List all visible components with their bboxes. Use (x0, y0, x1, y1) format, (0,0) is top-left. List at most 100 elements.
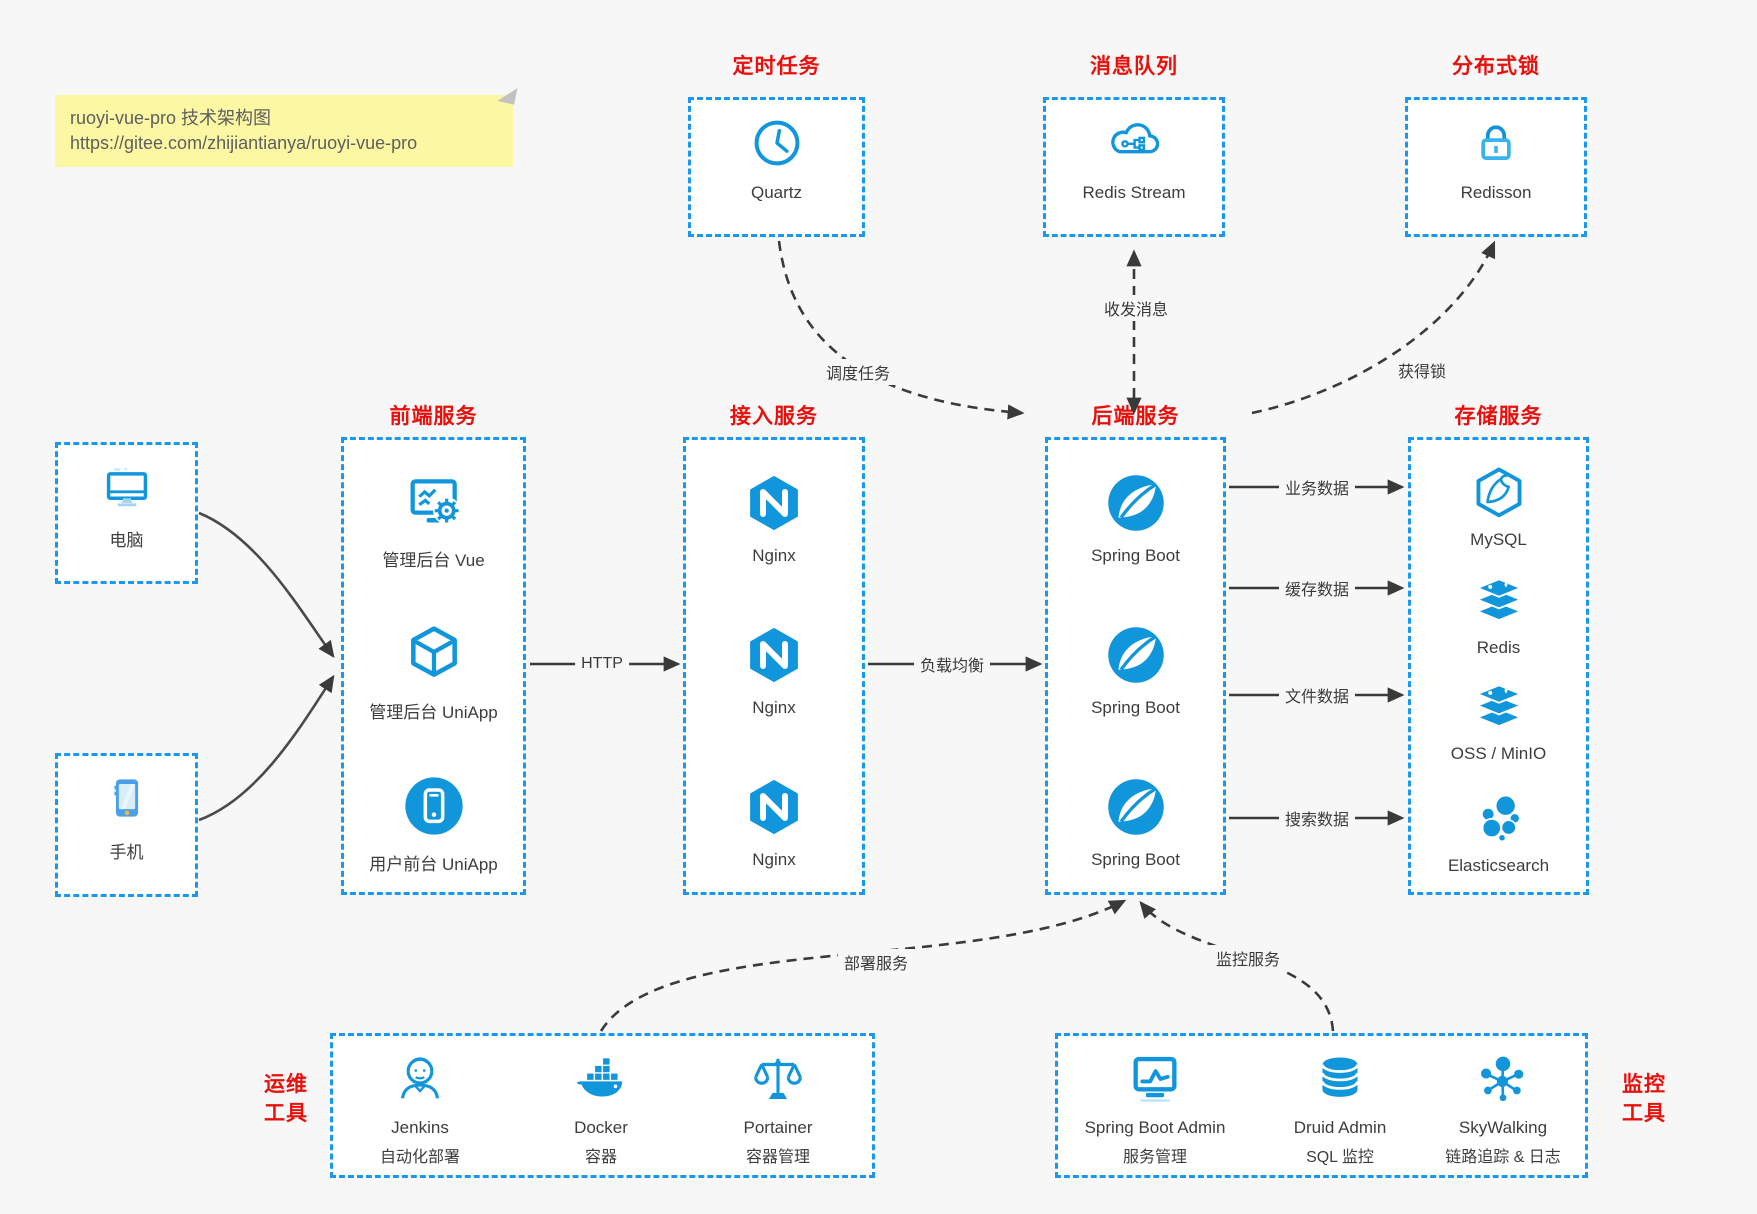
lock-icon (1468, 115, 1524, 171)
backend-title: 后端服务 (1091, 405, 1180, 428)
node-label: Spring Boot (1091, 698, 1180, 717)
arrow-pc-to-frontend (198, 511, 335, 659)
tool-name: SkyWalking (1458, 1118, 1548, 1137)
node-label: Nginx (752, 850, 796, 869)
topology-icon (1474, 1050, 1532, 1108)
edge-label-monitor-service: 监控服务 (1209, 945, 1287, 971)
tool-name: Docker (574, 1118, 628, 1137)
nginx-icon (743, 624, 805, 686)
node-label: Redis (1476, 638, 1521, 657)
edge-label-deploy-service: 部署服务 (837, 949, 915, 975)
node-oss-minio: OSS / MinIO (1408, 680, 1589, 764)
smartphone-icon (99, 770, 155, 826)
node-admin-uniapp: 管理后台 UniApp (341, 622, 526, 723)
tool-desc: 容器 (584, 1149, 617, 1166)
scheduled-job-title: 定时任务 (732, 55, 821, 78)
desktop-icon (101, 462, 153, 514)
node-label: Redisson (1460, 183, 1532, 202)
monitor-tools-group-box (1055, 1033, 1588, 1178)
scales-icon (749, 1050, 807, 1108)
nginx-icon (743, 776, 805, 838)
node-admin-vue: 管理后台 Vue (341, 470, 526, 571)
node-label: Elasticsearch (1447, 856, 1550, 875)
edge-label-http: HTTP (575, 654, 629, 674)
mobile-app-icon (402, 774, 466, 838)
spring-leaf-icon (1105, 472, 1167, 534)
message-queue-group-box (1043, 97, 1225, 237)
tool-name: Portainer (743, 1118, 813, 1137)
arrow-schedule-job (777, 240, 1025, 420)
arrow-acquire-lock (1251, 240, 1496, 415)
node-phone: 手机 (55, 770, 198, 863)
ops-tools-title: 运维 工具 (264, 1073, 308, 1125)
edge-label-send-receive-msg: 收发消息 (1097, 295, 1175, 321)
node-label: 手机 (109, 843, 144, 862)
node-springboot-3: Spring Boot (1045, 776, 1226, 870)
node-springboot-admin: Spring Boot Admin 服务管理 (1062, 1050, 1248, 1167)
node-label: OSS / MinIO (1450, 744, 1547, 763)
node-druid-admin: Druid Admin SQL 监控 (1262, 1050, 1418, 1167)
node-skywalking: SkyWalking 链路追踪 & 日志 (1413, 1050, 1593, 1167)
node-label: Redis Stream (1082, 183, 1186, 202)
gateway-title: 接入服务 (730, 405, 818, 428)
node-elasticsearch: Elasticsearch (1408, 790, 1589, 876)
distributed-lock-group-box (1405, 97, 1587, 237)
edge-label-acquire-lock: 获得锁 (1391, 357, 1453, 383)
storage-title: 存储服务 (1454, 405, 1543, 428)
tool-desc: 自动化部署 (379, 1149, 460, 1166)
node-nginx-2: Nginx (683, 624, 865, 718)
admin-monitor-icon (1126, 1050, 1184, 1108)
node-portainer: Portainer 容器管理 (708, 1050, 848, 1167)
distributed-lock-title: 分布式锁 (1452, 55, 1540, 78)
jenkins-icon (391, 1050, 449, 1108)
ops-tools-group-box (330, 1033, 875, 1178)
node-docker: Docker 容器 (531, 1050, 671, 1167)
node-quartz: Quartz (688, 115, 865, 203)
node-nginx-1: Nginx (683, 472, 865, 566)
node-label: 管理后台 UniApp (369, 703, 498, 722)
tool-desc: 容器管理 (745, 1149, 810, 1166)
storage-stack-icon (1471, 680, 1527, 736)
storage-group-box (1408, 437, 1589, 895)
edge-label-business-data: 业务数据 (1278, 474, 1356, 500)
node-label: Quartz (750, 183, 803, 202)
node-label: 用户前台 UniApp (369, 855, 498, 874)
note-url: https://gitee.com/zhijiantianya/ruoyi-vu… (70, 133, 418, 153)
node-jenkins: Jenkins 自动化部署 (350, 1050, 490, 1167)
node-redis-stream: Redis Stream (1043, 113, 1225, 203)
node-label: 管理后台 Vue (382, 551, 485, 570)
tool-name: Jenkins (391, 1118, 449, 1137)
arrow-phone-to-frontend (198, 674, 335, 822)
cube-icon (402, 622, 466, 686)
edge-label-cache-data: 缓存数据 (1278, 575, 1356, 601)
edge-label-schedule-job: 调度任务 (819, 359, 897, 385)
note-title: ruoyi-vue-pro 技术架构图 (70, 108, 272, 128)
nginx-icon (743, 472, 805, 534)
elasticsearch-icon (1470, 790, 1528, 848)
tool-desc: 服务管理 (1122, 1149, 1187, 1166)
node-springboot-2: Spring Boot (1045, 624, 1226, 718)
clock-icon (749, 115, 805, 171)
phone-client-box (55, 753, 198, 897)
redis-stack-icon (1471, 574, 1527, 630)
monitor-tools-title: 监控 工具 (1622, 1073, 1666, 1125)
cloud-circuit-icon (1105, 113, 1163, 171)
scheduled-job-group-box (688, 97, 865, 237)
tool-desc: 链路追踪 & 日志 (1445, 1149, 1561, 1166)
edge-label-file-data: 文件数据 (1278, 682, 1356, 708)
node-pc: 电脑 (55, 462, 198, 551)
node-label: 电脑 (109, 531, 144, 550)
node-label: Spring Boot (1091, 850, 1180, 869)
node-mysql: MySQL (1408, 464, 1589, 550)
frontend-title: 前端服务 (389, 405, 478, 428)
note-fold-corner (497, 84, 518, 105)
database-icon (1311, 1050, 1369, 1108)
spring-leaf-icon (1105, 624, 1167, 686)
node-label: Nginx (752, 546, 796, 565)
pc-client-box (55, 442, 198, 584)
message-queue-title: 消息队列 (1090, 55, 1178, 78)
node-user-uniapp: 用户前台 UniApp (341, 774, 526, 875)
docker-whale-icon (572, 1050, 630, 1108)
tool-desc: SQL 监控 (1306, 1149, 1374, 1166)
